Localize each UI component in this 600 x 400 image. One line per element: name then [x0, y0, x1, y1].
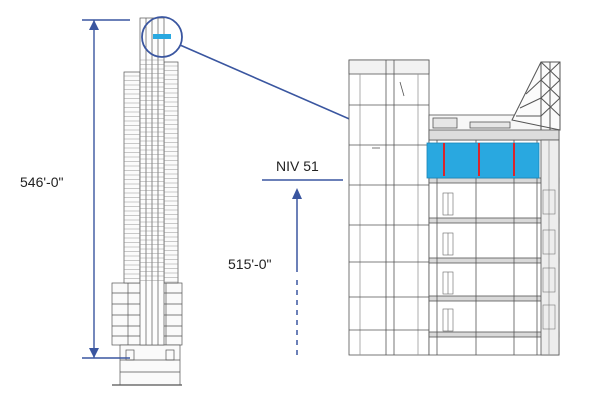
overall-height-dimension [82, 19, 130, 359]
elevator-doors [442, 192, 454, 332]
zoom-circle [141, 16, 183, 58]
tower-floor-lines [124, 59, 178, 283]
crown-truss [511, 61, 561, 131]
tower-pool-highlight [153, 34, 171, 39]
level-height-arrow [292, 188, 302, 355]
section-left-annex [348, 59, 430, 356]
tower-elevation [111, 17, 183, 386]
facade-details [542, 189, 556, 330]
pool-support-posts [443, 143, 515, 176]
level-label: NIV 51 [276, 158, 319, 174]
level-height-label: 515'-0" [228, 256, 271, 272]
overall-height-label: 546'-0" [20, 174, 63, 190]
rooftop-pool [426, 142, 540, 179]
